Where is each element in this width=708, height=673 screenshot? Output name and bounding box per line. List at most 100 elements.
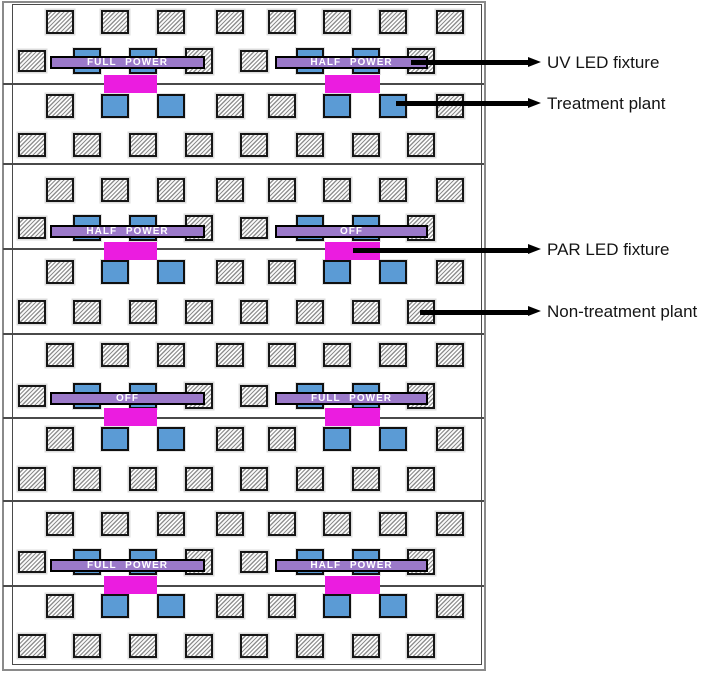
non-treatment-plant xyxy=(101,512,129,536)
bench-divider xyxy=(3,500,484,502)
greenhouse-outer-frame xyxy=(2,1,486,671)
treatment-plant xyxy=(379,94,407,118)
non-treatment-plant xyxy=(323,512,351,536)
treatment-plant xyxy=(101,594,129,618)
non-treatment-plant xyxy=(216,94,244,118)
non-treatment-plant xyxy=(323,178,351,202)
non-treatment-plant xyxy=(73,467,101,491)
non-treatment-plant xyxy=(46,94,74,118)
non-treatment-plant xyxy=(240,50,268,72)
non-treatment-plant xyxy=(216,260,244,284)
non-treatment-plant xyxy=(240,300,268,324)
non-treatment-plant xyxy=(46,512,74,536)
non-treatment-plant xyxy=(436,10,464,34)
non-treatment-plant xyxy=(46,427,74,451)
non-treatment-plant xyxy=(436,512,464,536)
non-treatment-plant xyxy=(436,178,464,202)
non-treatment-plant xyxy=(268,10,296,34)
uv-led-fixture: FULL POWER xyxy=(275,392,428,405)
non-treatment-plant xyxy=(268,512,296,536)
arrow-head-icon xyxy=(528,57,541,67)
non-treatment-plant xyxy=(216,594,244,618)
non-treatment-plant xyxy=(436,343,464,367)
bench-divider xyxy=(3,333,484,335)
par-led-fixture xyxy=(104,408,157,426)
non-treatment-plant xyxy=(379,178,407,202)
non-treatment-plant xyxy=(268,343,296,367)
treatment-plant xyxy=(157,260,185,284)
non-treatment-plant xyxy=(407,634,435,658)
treatment-plant xyxy=(323,427,351,451)
non-treatment-plant xyxy=(379,343,407,367)
non-treatment-plant xyxy=(436,427,464,451)
non-treatment-plant xyxy=(18,634,46,658)
treatment-plant xyxy=(379,594,407,618)
uv-bar-power-label: HALF POWER xyxy=(310,560,393,571)
non-treatment-plant xyxy=(46,343,74,367)
uv-bar-power-label: FULL POWER xyxy=(87,560,168,571)
par-led-fixture xyxy=(104,576,157,594)
non-treatment-plant xyxy=(101,10,129,34)
legend-label-non-treatment-plant: Non-treatment plant xyxy=(547,302,698,321)
non-treatment-plant xyxy=(352,634,380,658)
treatment-plant xyxy=(101,260,129,284)
uv-bar-power-label: HALF POWER xyxy=(86,226,169,237)
legend-label-par-led-fixture: PAR LED fixture xyxy=(547,240,670,259)
par-led-fixture xyxy=(104,75,157,93)
non-treatment-plant xyxy=(407,133,435,157)
bench-divider xyxy=(3,83,484,85)
non-treatment-plant xyxy=(296,300,324,324)
uv-bar-power-label: FULL POWER xyxy=(311,393,392,404)
treatment-plant xyxy=(157,94,185,118)
non-treatment-plant xyxy=(240,634,268,658)
non-treatment-plant xyxy=(352,467,380,491)
non-treatment-plant xyxy=(157,512,185,536)
arrow-head-icon xyxy=(528,306,541,316)
uv-led-fixture: HALF POWER xyxy=(275,559,428,572)
non-treatment-plant xyxy=(157,343,185,367)
non-treatment-plant xyxy=(407,467,435,491)
non-treatment-plant xyxy=(323,343,351,367)
non-treatment-plant xyxy=(268,594,296,618)
uv-bar-power-label: OFF xyxy=(340,226,363,237)
uv-bar-power-label: FULL POWER xyxy=(87,57,168,68)
non-treatment-plant xyxy=(18,217,46,239)
non-treatment-plant xyxy=(240,217,268,239)
non-treatment-plant xyxy=(240,385,268,407)
non-treatment-plant xyxy=(185,467,213,491)
legend-label-uv-led-fixture: UV LED fixture xyxy=(547,53,660,72)
non-treatment-plant xyxy=(46,594,74,618)
non-treatment-plant xyxy=(296,467,324,491)
bench-divider xyxy=(3,585,484,587)
bench-divider xyxy=(3,417,484,419)
non-treatment-plant xyxy=(73,133,101,157)
par-led-fixture xyxy=(104,242,157,260)
non-treatment-plant xyxy=(73,634,101,658)
non-treatment-plant xyxy=(268,427,296,451)
non-treatment-plant xyxy=(436,260,464,284)
non-treatment-plant xyxy=(157,10,185,34)
legend-arrow-uv-led-fixture xyxy=(411,60,528,65)
uv-led-fixture: HALF POWER xyxy=(50,225,205,238)
par-led-fixture xyxy=(325,408,380,426)
non-treatment-plant xyxy=(436,594,464,618)
non-treatment-plant xyxy=(216,10,244,34)
non-treatment-plant xyxy=(323,10,351,34)
non-treatment-plant xyxy=(379,512,407,536)
non-treatment-plant xyxy=(268,260,296,284)
non-treatment-plant xyxy=(101,343,129,367)
non-treatment-plant xyxy=(436,94,464,118)
uv-led-fixture: HALF POWER xyxy=(275,56,428,69)
treatment-plant xyxy=(101,427,129,451)
non-treatment-plant xyxy=(185,133,213,157)
non-treatment-plant xyxy=(73,300,101,324)
treatment-plant xyxy=(323,94,351,118)
legend-label-treatment-plant: Treatment plant xyxy=(547,94,666,113)
uv-led-fixture: OFF xyxy=(50,392,205,405)
arrow-head-icon xyxy=(528,244,541,254)
non-treatment-plant xyxy=(240,467,268,491)
non-treatment-plant xyxy=(46,178,74,202)
non-treatment-plant xyxy=(46,260,74,284)
treatment-plant xyxy=(157,427,185,451)
